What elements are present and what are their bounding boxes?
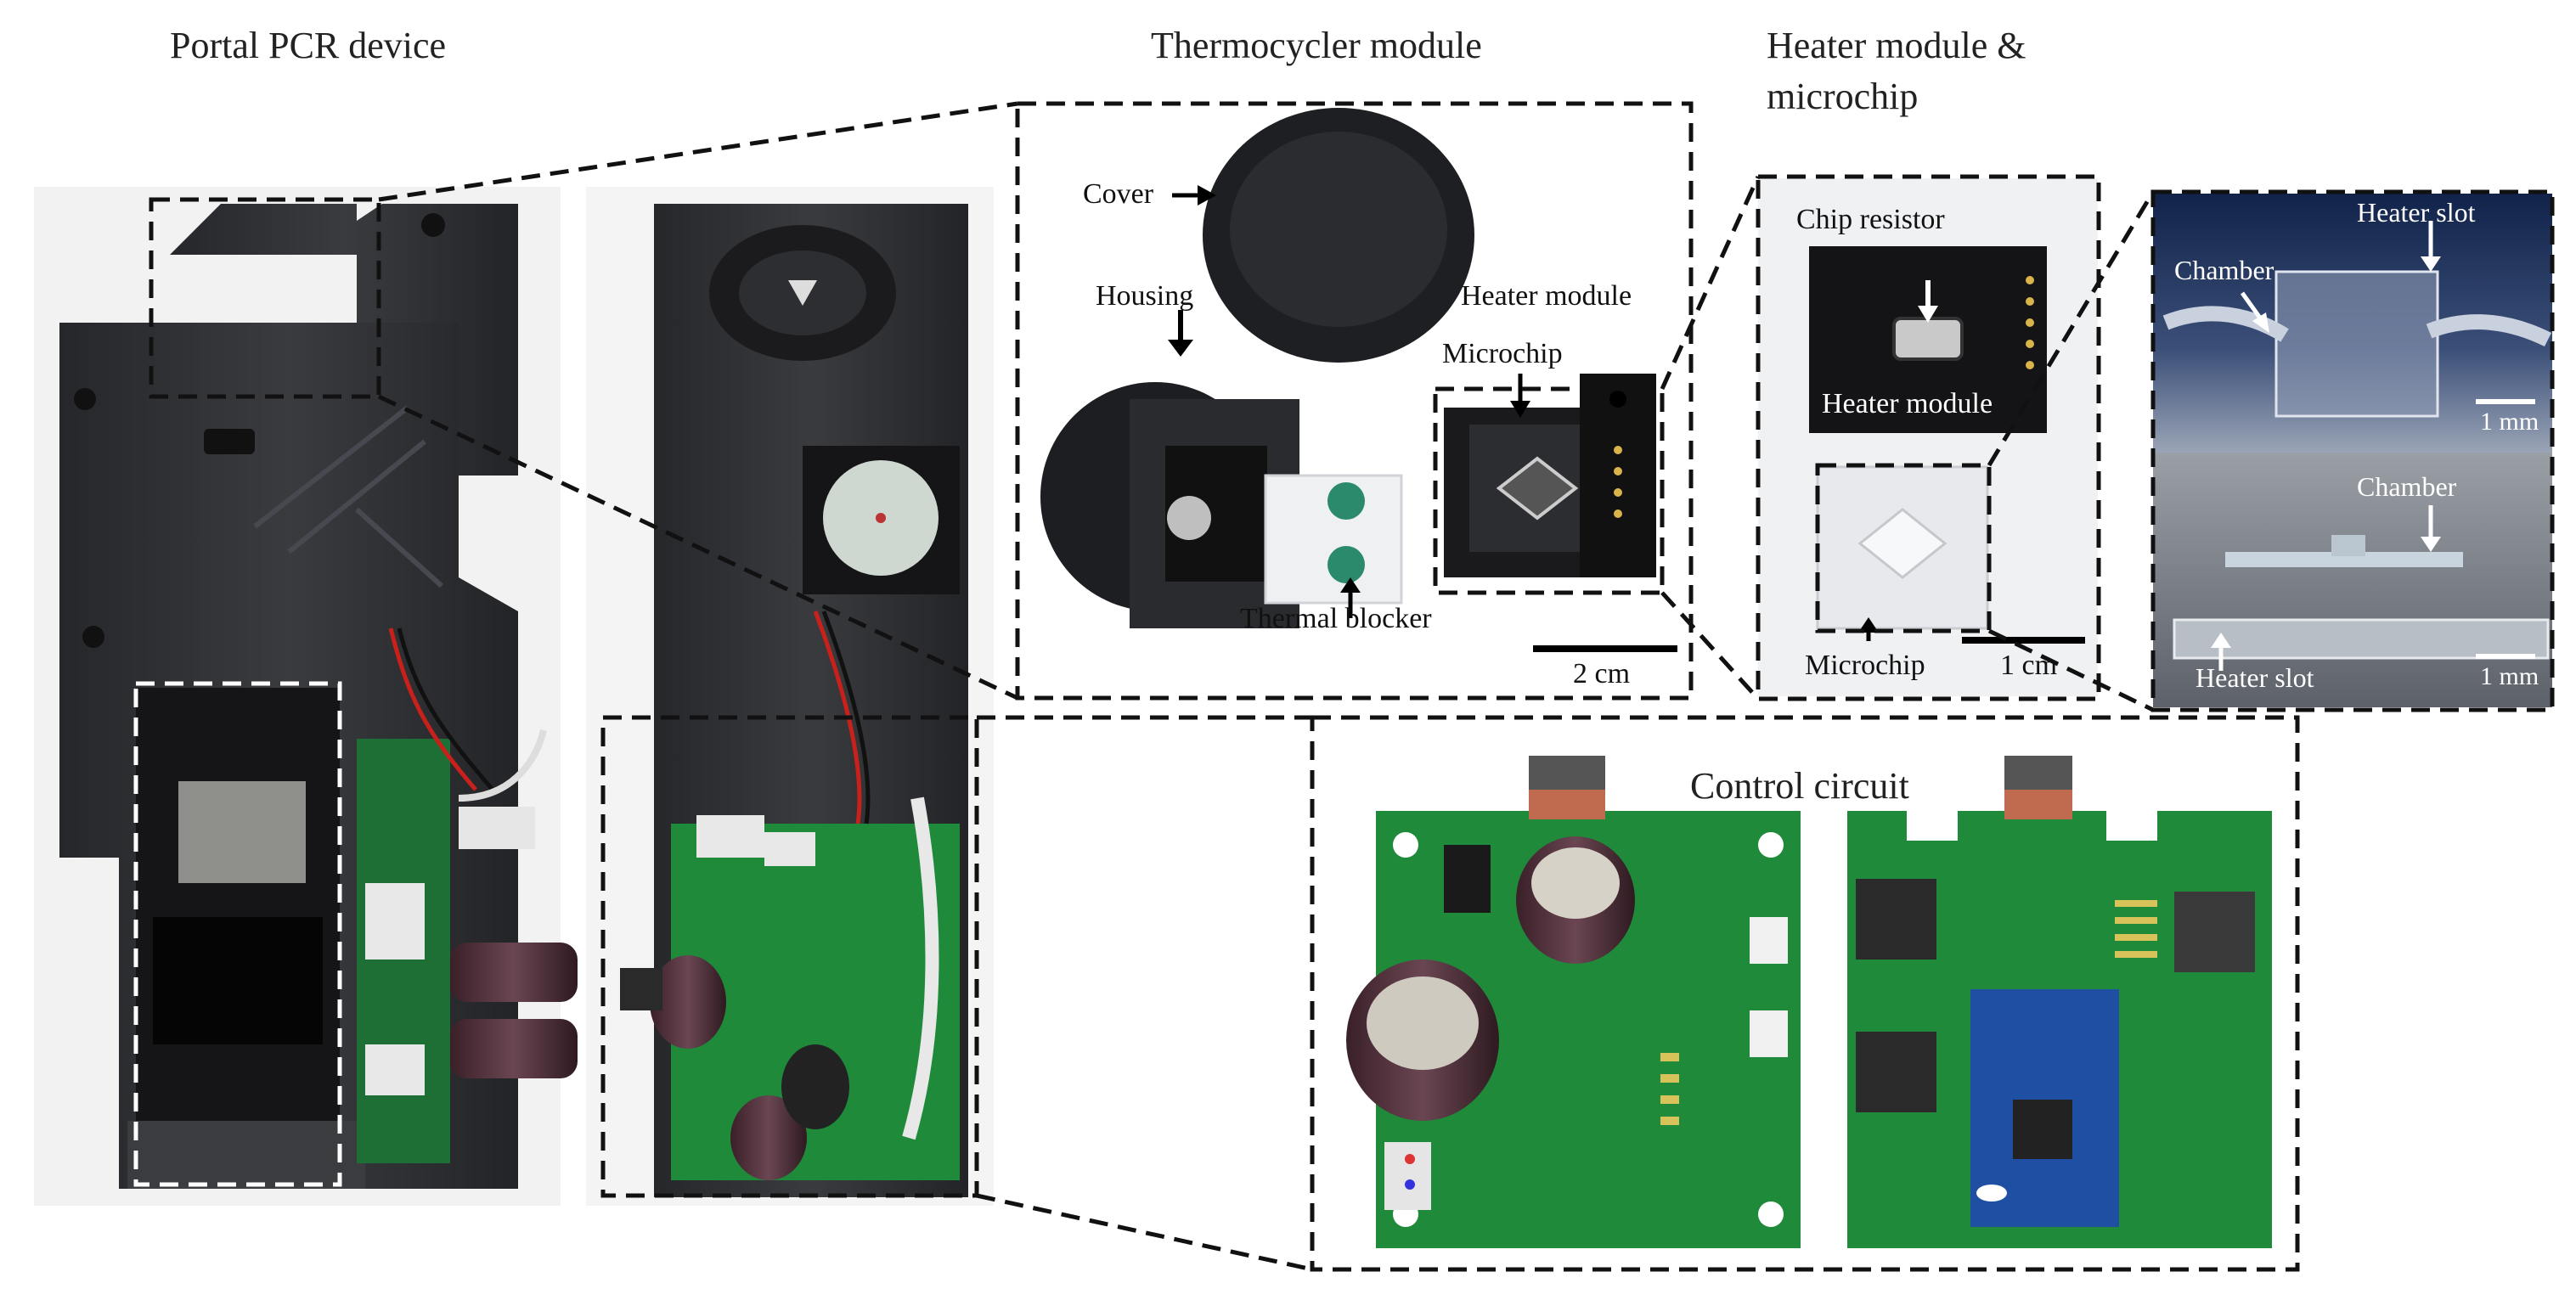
title-heater-module-line2: microchip [1767,76,1919,117]
label-heater-module-detail: Heater module [1822,388,1993,419]
label-scale-top-1mm: 1 mm [2480,408,2539,436]
dashed-frames [149,101,2555,1272]
label-cover: Cover [1083,178,1154,210]
label-chip-resistor: Chip resistor [1796,204,1945,235]
label-heater-slot-top: Heater slot [2357,197,2476,228]
label-heater-module-thermo: Heater module [1461,280,1632,312]
title-thermocycler-module: Thermocycler module [1151,25,1482,66]
label-scale-2cm: 2 cm [1573,658,1631,689]
portal-device-right [586,187,994,1206]
title-portal-pcr-device: Portal PCR device [170,25,447,66]
label-scale-bottom-1mm: 1 mm [2480,662,2539,690]
label-microchip-detail: Microchip [1805,650,1925,681]
label-chamber-top: Chamber [2174,255,2274,285]
thermocycler-panel [1019,106,1690,701]
portal-device-left [34,187,578,1206]
title-heater-module-line1: Heater module & [1767,25,2026,66]
title-control-circuit: Control circuit [1690,765,1909,807]
label-heater-slot-bottom: Heater slot [2196,662,2314,693]
control-circuit-panel [1346,756,2272,1248]
label-microchip-thermo: Microchip [1442,338,1563,369]
label-scale-1cm: 1 cm [2000,650,2058,681]
label-housing: Housing [1096,280,1194,312]
label-thermal-blocker: Thermal blocker [1240,603,1432,634]
label-chamber-bottom: Chamber [2357,471,2457,502]
white-dashed-frame [133,681,342,1187]
chamber-photos [2153,194,2552,707]
heater-panel [1758,178,2098,696]
